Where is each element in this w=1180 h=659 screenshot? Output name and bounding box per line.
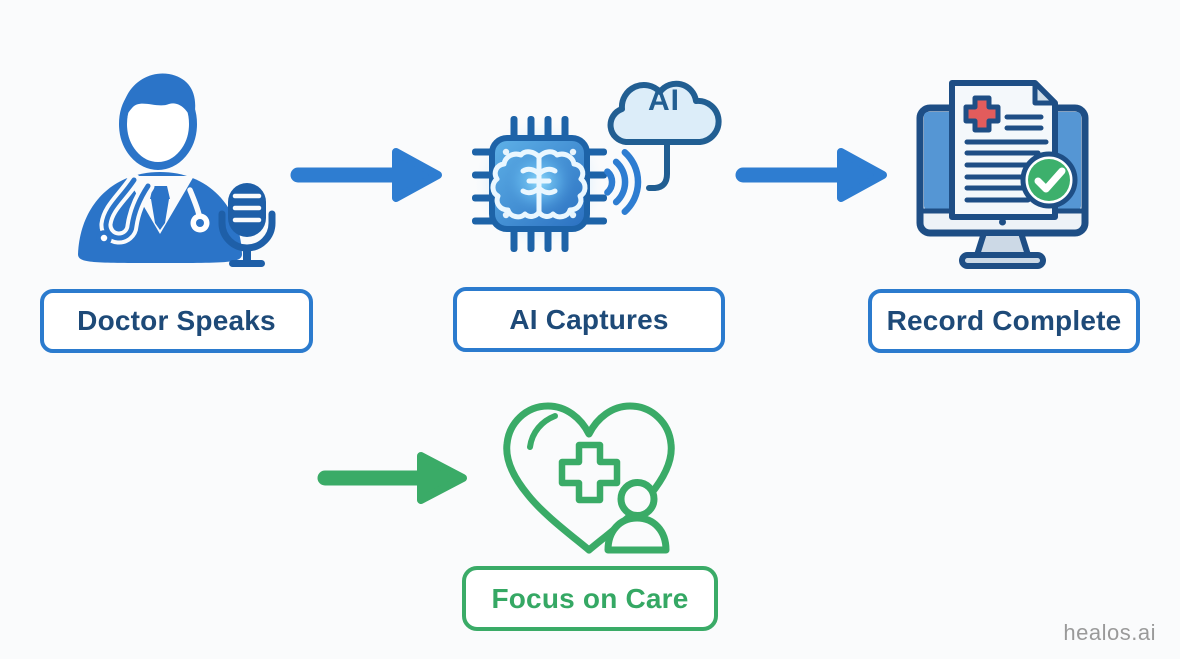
step-label-text: Record Complete — [886, 305, 1122, 336]
medical-record-monitor-icon — [910, 72, 1095, 272]
red-cross-icon — [963, 95, 1001, 133]
step-label-ai-captures: AI Captures — [453, 287, 725, 352]
cloud-connector-line — [646, 139, 670, 191]
doctor-with-microphone-icon — [70, 68, 280, 273]
step-label-text: AI Captures — [509, 303, 669, 335]
tie — [150, 186, 170, 230]
stethoscope — [96, 173, 210, 246]
outcome-label-focus-on-care: Focus on Care — [462, 566, 718, 631]
hair — [121, 73, 196, 126]
person-icon — [604, 479, 670, 554]
heart-cross-person-icon — [497, 395, 682, 560]
step-label-record-complete: Record Complete — [868, 289, 1140, 353]
outcome-label-text: Focus on Care — [491, 582, 689, 614]
microphone-icon — [218, 183, 276, 267]
heart-accent-arc — [527, 413, 558, 450]
sound-waves-icon — [604, 149, 642, 215]
arrow-right-icon-1 — [288, 142, 448, 208]
watermark: healos.ai — [1063, 620, 1156, 645]
arrow-right-icon-green — [315, 448, 475, 508]
page-fold — [1032, 80, 1058, 106]
cloud-ai-text: AI — [648, 84, 680, 117]
heart-outline — [503, 402, 675, 554]
ai-chip-brain-icon: AI — [450, 48, 725, 263]
ai-cloud-icon: AI — [607, 80, 722, 191]
check-icon — [1020, 151, 1078, 209]
monitor-stand — [959, 230, 1046, 269]
medical-cross-icon — [558, 441, 621, 504]
doctor-figure — [78, 73, 242, 263]
arrow-right-icon-2 — [733, 142, 893, 208]
step-label-doctor-speaks: Doctor Speaks — [40, 289, 313, 353]
step-label-text: Doctor Speaks — [77, 305, 276, 336]
